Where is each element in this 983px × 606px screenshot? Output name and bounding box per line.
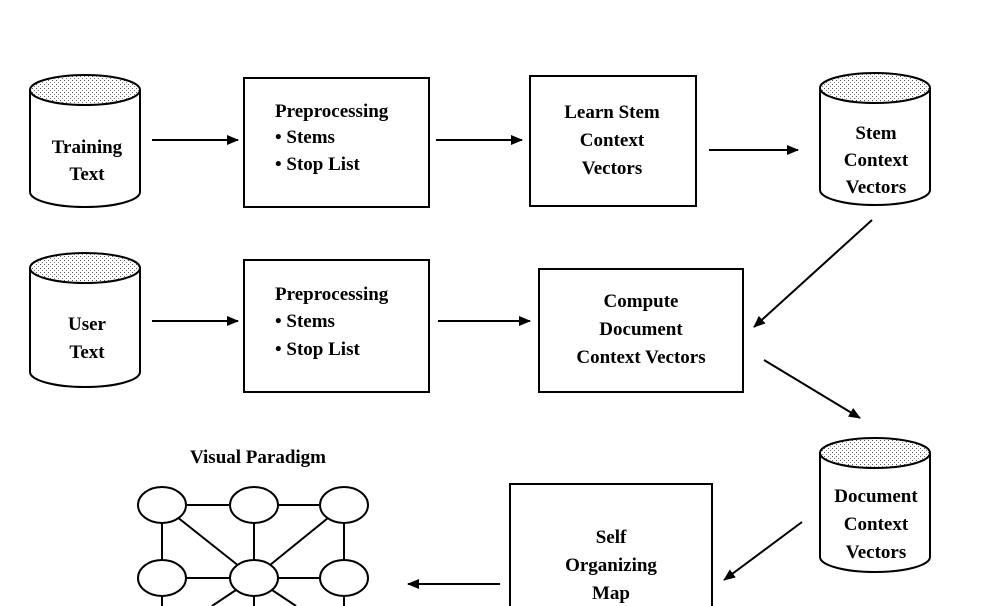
- user-text-label-1: User: [68, 314, 107, 335]
- visual-paradigm-title: Visual Paradigm: [190, 447, 326, 468]
- visual-paradigm-network: [137, 486, 369, 606]
- preprocessing-stems-2: • Stems: [275, 311, 335, 332]
- arrow-document-db-to-som: [723, 521, 803, 581]
- document-db-line-3: Vectors: [846, 542, 907, 563]
- som-line-1: Self: [596, 527, 627, 548]
- stem-db-line-2: Context: [844, 150, 909, 171]
- document-db-line-1: Document: [834, 486, 918, 507]
- arrow-compute-to-document-db: [763, 359, 861, 419]
- preprocessing-stems-1: • Stems: [275, 127, 335, 148]
- compute-line-1: Compute: [604, 291, 679, 312]
- stem-db-line-3: Vectors: [846, 177, 907, 198]
- stem-context-database: Stem Context Vectors: [819, 72, 931, 206]
- document-context-database: Document Context Vectors: [819, 437, 931, 573]
- preprocessing-box-1: Preprocessing • Stems • Stop List: [243, 77, 430, 208]
- self-organizing-map-box: Self Organizing Map: [509, 483, 713, 606]
- som-line-3: Map: [592, 583, 630, 604]
- learn-stem-line-2: Context: [580, 130, 645, 151]
- training-text-label-1: Training: [52, 137, 123, 158]
- learn-stem-line-1: Learn Stem: [564, 102, 660, 123]
- preprocessing-title-2: Preprocessing: [275, 284, 389, 305]
- compute-line-2: Document: [599, 319, 683, 340]
- compute-line-3: Context Vectors: [576, 347, 705, 368]
- user-text-database: User Text: [29, 252, 141, 388]
- preprocessing-stoplist-2: • Stop List: [275, 339, 360, 360]
- training-text-label-2: Text: [69, 164, 105, 185]
- preprocessing-title-1: Preprocessing: [275, 101, 389, 122]
- arrow-stem-db-to-compute: [753, 219, 873, 328]
- preprocessing-box-2: Preprocessing • Stems • Stop List: [243, 259, 430, 393]
- stem-db-line-1: Stem: [855, 123, 896, 144]
- preprocessing-stoplist-1: • Stop List: [275, 154, 360, 175]
- learn-stem-box: Learn Stem Context Vectors: [529, 75, 697, 207]
- learn-stem-line-3: Vectors: [582, 158, 643, 179]
- user-text-label-2: Text: [69, 342, 105, 363]
- document-db-line-2: Context: [844, 514, 909, 535]
- training-text-database: Training Text: [29, 74, 141, 208]
- som-line-2: Organizing: [565, 555, 657, 576]
- compute-document-box: Compute Document Context Vectors: [538, 268, 744, 393]
